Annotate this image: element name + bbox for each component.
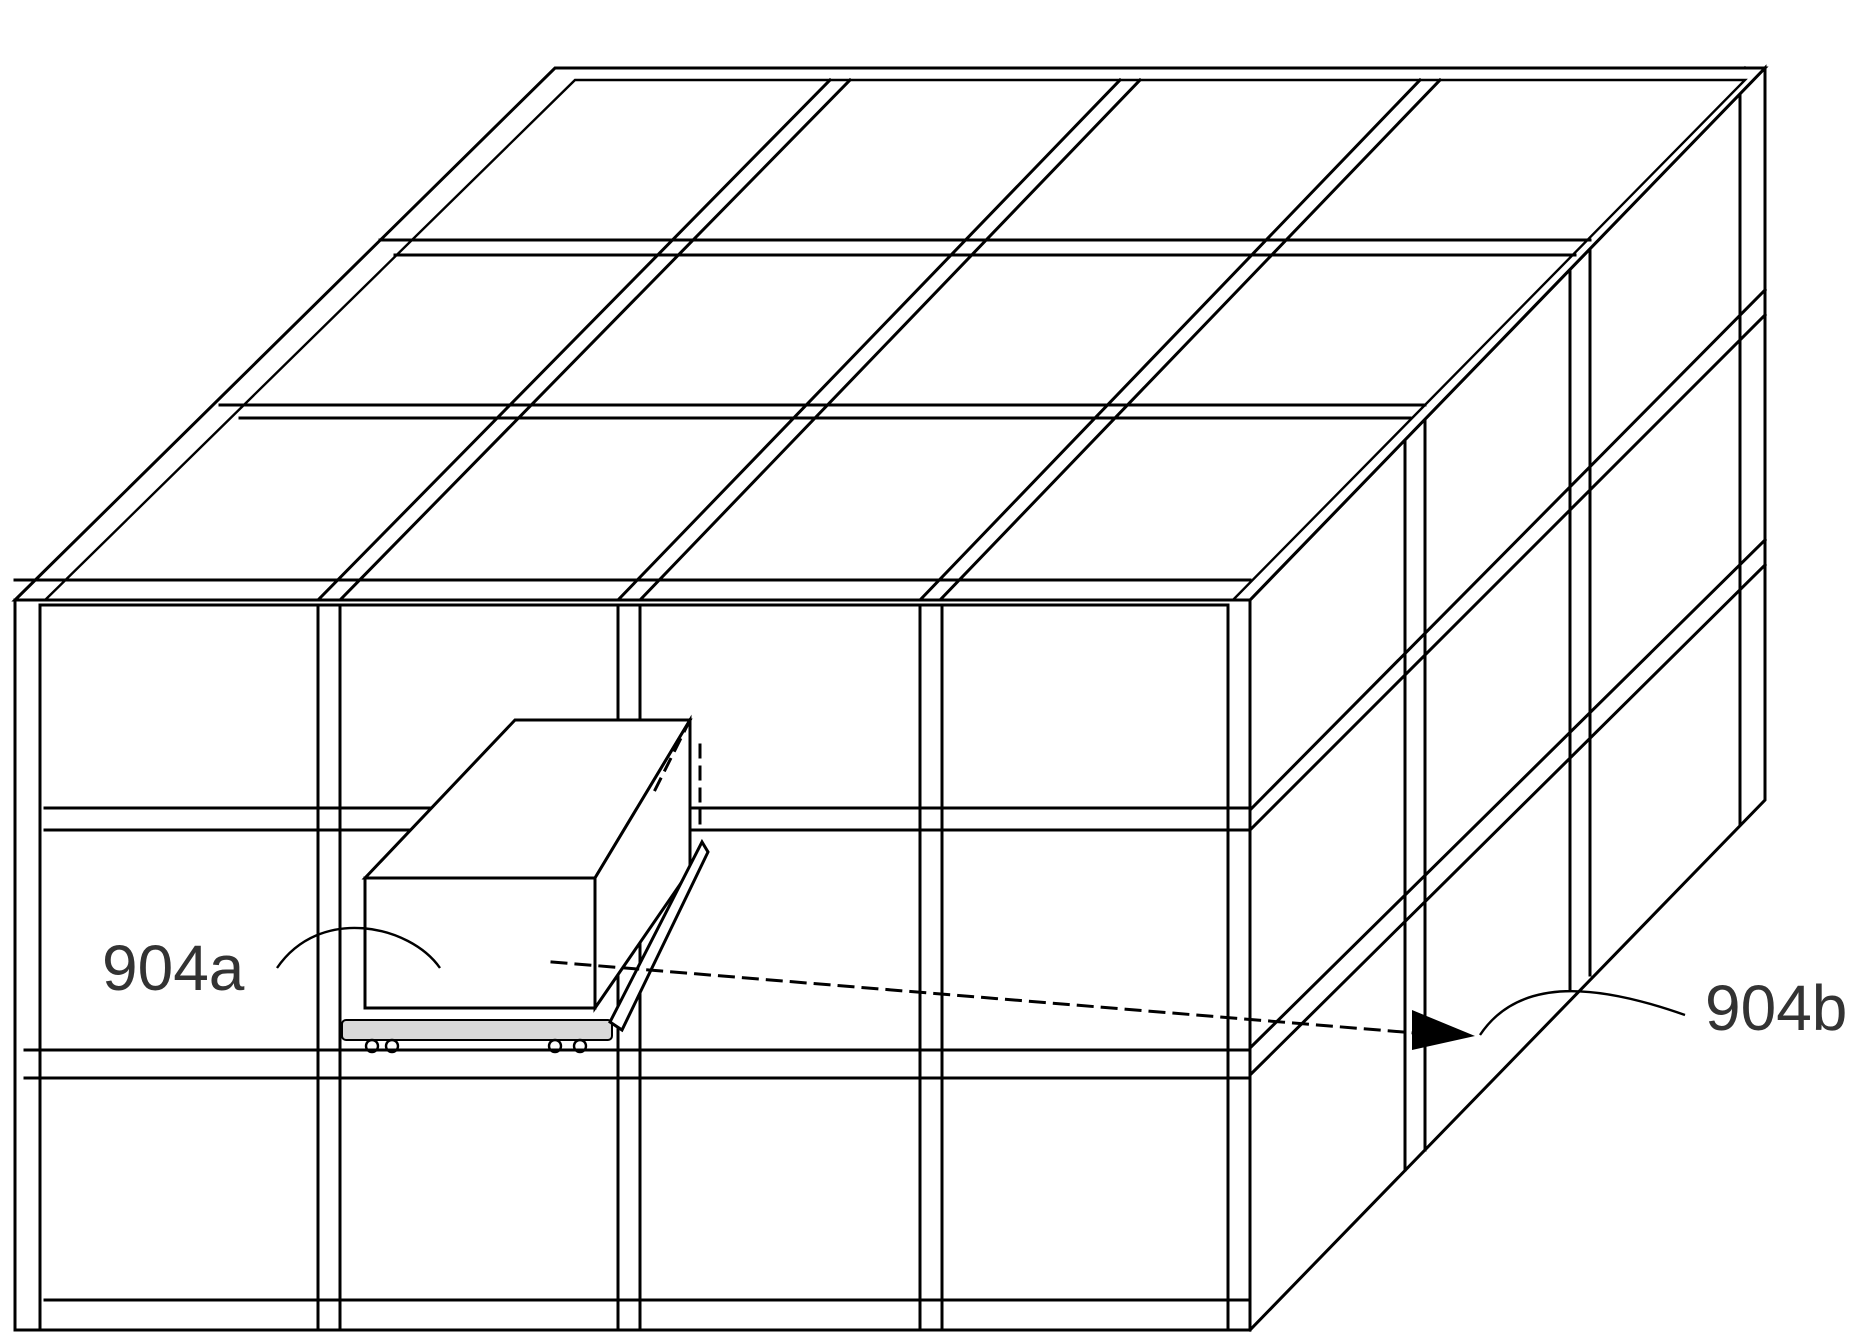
label-904a: 904a <box>102 932 245 1004</box>
arrow-head-icon <box>1412 1010 1475 1050</box>
callout-leader-904b <box>1480 991 1685 1035</box>
label-904b: 904b <box>1705 972 1847 1044</box>
top-face <box>15 68 1765 605</box>
